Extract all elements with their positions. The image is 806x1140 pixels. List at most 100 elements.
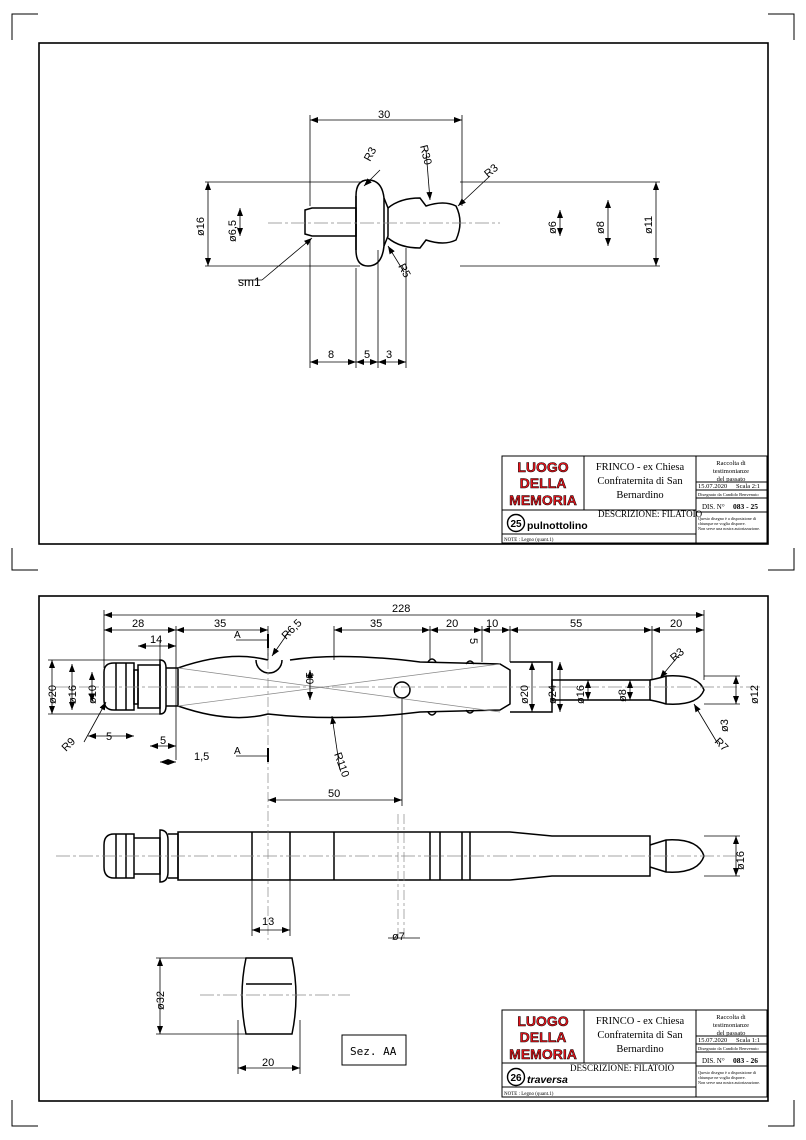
- dim-r3-right: R3: [482, 162, 500, 180]
- description: DESCRIZIONE: FILATOIO: [570, 1063, 675, 1073]
- dim-50: 50: [328, 788, 340, 800]
- place-line-3: Bernardino: [616, 490, 663, 501]
- dim-d20-mid: ø20: [519, 685, 531, 704]
- section-a-bottom: A: [234, 746, 241, 757]
- dim-10-top: 10: [486, 618, 498, 630]
- dis-label: DIS. N°: [702, 503, 725, 511]
- place-line-1: FRINCO - ex Chiesa: [596, 1016, 685, 1027]
- collection-line-3: del passato: [717, 1030, 746, 1037]
- part-number: 26: [510, 1073, 522, 1084]
- dim-d16: ø16: [195, 217, 207, 236]
- disclaimer-line-2: chiunque ne voglia disporre.: [698, 1075, 746, 1080]
- dim-d12: ø12: [749, 685, 761, 704]
- part-number: 25: [510, 519, 522, 530]
- place-line-3: Bernardino: [616, 1044, 663, 1055]
- disclaimer-line-2: chiunque ne voglia disporre.: [698, 521, 746, 526]
- logo-line-2: DELLA: [520, 1029, 567, 1045]
- logo-line-3: MEMORIA: [509, 1046, 577, 1062]
- section-label: Sez. AA: [350, 1045, 397, 1058]
- dimension-lines-bottom: [48, 610, 740, 1074]
- diagonal-hidden-lines: [177, 663, 501, 713]
- notes: NOTE : Legno (quant.1): [504, 538, 554, 543]
- drawer: Disegnato da Candido Benvenuto: [698, 1046, 759, 1051]
- notes: NOTE : Legno (quant.1): [504, 1092, 554, 1097]
- dis-number: 083 - 25: [733, 502, 758, 511]
- dim-28: 28: [132, 618, 144, 630]
- logo-line-1: LUOGO: [517, 459, 568, 475]
- disclaimer-line-3: Non serve una nostra autorizzazione.: [698, 1080, 760, 1085]
- crop-marks: [11, 13, 795, 1127]
- dim-20-section: 20: [262, 1057, 274, 1069]
- dim-r30: R30: [417, 144, 434, 166]
- part-traversa-front: [103, 655, 705, 719]
- dim-d6-5: ø6,5: [227, 220, 239, 242]
- dim-228: 228: [392, 603, 410, 615]
- dim-d11: ø11: [643, 216, 655, 234]
- dim-55: 55: [570, 618, 582, 630]
- dis-number: 083 - 26: [733, 1056, 758, 1065]
- scale: Scala 1:1: [736, 1037, 760, 1044]
- dim-13: 13: [262, 916, 274, 928]
- dim-r3: R3: [668, 646, 686, 664]
- dim-d20-left: ø20: [47, 685, 59, 704]
- dim-5-a: 5: [106, 731, 112, 743]
- sheet-bottom-border: [38, 595, 769, 1102]
- part-name: pulnottolino: [527, 520, 588, 532]
- scale: Scala 2:1: [736, 483, 760, 490]
- dim-35-right: 35: [370, 618, 382, 630]
- disclaimer-line-3: Non serve una nostra autorizzazione.: [698, 526, 760, 531]
- dim-35-left: 35: [214, 618, 226, 630]
- collection-line-2: testimonianze: [713, 468, 749, 475]
- section-a-top: A: [234, 630, 241, 641]
- dis-label: DIS. N°: [702, 1057, 725, 1065]
- disclaimer-line-1: Questo disegno è a disposizione di: [698, 1070, 757, 1075]
- dim-5: 5: [364, 349, 370, 361]
- collection-line-1: Raccolta di: [716, 460, 746, 467]
- dim-1-5: 1,5: [194, 751, 209, 763]
- dim-d16-left: ø16: [67, 685, 79, 704]
- dimension-lines-top: [205, 115, 660, 368]
- collection-line-2: testimonianze: [713, 1022, 749, 1029]
- logo-line-1: LUOGO: [517, 1013, 568, 1029]
- section-label-box: [341, 1034, 407, 1066]
- title-block-top: LUOGO DELLA MEMORIA FRINCO - ex Chiesa C…: [501, 455, 768, 544]
- dim-r5: R5: [395, 262, 412, 280]
- dim-30: 30: [378, 109, 390, 121]
- dim-10-vert: 10: [303, 672, 315, 684]
- place-line-2: Confraternita di San: [597, 476, 683, 487]
- drawer: Disegnato da Candido Benvenuto: [698, 492, 759, 497]
- dim-d7: ø7: [392, 931, 405, 943]
- part-number-circle: [506, 1067, 526, 1087]
- dim-d32: ø32: [155, 991, 167, 1010]
- disclaimer-line-1: Questo disegno è a disposizione di: [698, 516, 757, 521]
- date: 15.07.2020: [698, 1037, 727, 1044]
- dim-d24: ø24: [547, 685, 559, 704]
- section-aa: [241, 957, 297, 1035]
- dim-d6: ø6: [547, 221, 559, 234]
- dim-5-vert: 5: [467, 638, 479, 644]
- dim-20-right: 20: [670, 618, 682, 630]
- dim-14: 14: [150, 634, 162, 646]
- title-block-bottom: LUOGO DELLA MEMORIA FRINCO - ex Chiesa C…: [501, 1009, 768, 1098]
- place-line-1: FRINCO - ex Chiesa: [596, 462, 685, 473]
- sheet-top-border: [38, 42, 769, 545]
- dim-20-top: 20: [446, 618, 458, 630]
- dim-r110: R110: [331, 751, 351, 779]
- collection-line-1: Raccolta di: [716, 1014, 746, 1021]
- description: DESCRIZIONE: FILATOIO: [598, 509, 703, 519]
- part-name: traversa: [527, 1074, 568, 1086]
- place-line-2: Confraternita di San: [597, 1030, 683, 1041]
- sheet-top: 30 R3 R30 R3 ø16 ø6,5 ø6 ø8 ø11 sm1 R5 8…: [38, 42, 769, 545]
- sheet-bottom: Sez. AA: [38, 595, 769, 1102]
- date: 15.07.2020: [698, 483, 727, 490]
- dim-8: 8: [328, 349, 334, 361]
- part-pulnottolino: [304, 179, 461, 267]
- collection-line-3: del passato: [717, 476, 746, 483]
- dim-d10: ø10: [87, 685, 99, 704]
- dim-5-b: 5: [160, 735, 166, 747]
- dim-3: 3: [386, 349, 392, 361]
- dim-d8: ø8: [595, 221, 607, 234]
- dim-d8: ø8: [617, 689, 629, 702]
- logo-line-3: MEMORIA: [509, 492, 577, 508]
